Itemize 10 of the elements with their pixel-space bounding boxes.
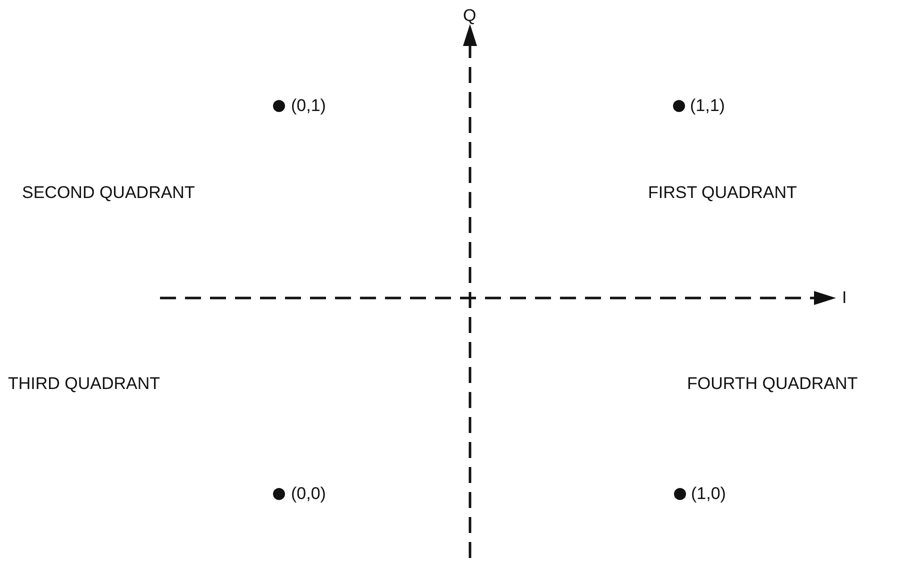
point-label: (0,0) <box>291 484 326 504</box>
quadrant-label: FIRST QUADRANT <box>648 183 797 203</box>
point-label: (1,0) <box>691 484 726 504</box>
point-label: (0,1) <box>291 96 326 116</box>
quadrant-label: SECOND QUADRANT <box>22 183 195 203</box>
axis-label: I <box>842 288 847 308</box>
quadrant-label: FOURTH QUADRANT <box>687 374 858 394</box>
quadrant-label: THIRD QUADRANT <box>8 374 160 394</box>
axis-label: Q <box>463 6 476 26</box>
point-label: (1,1) <box>690 96 725 116</box>
